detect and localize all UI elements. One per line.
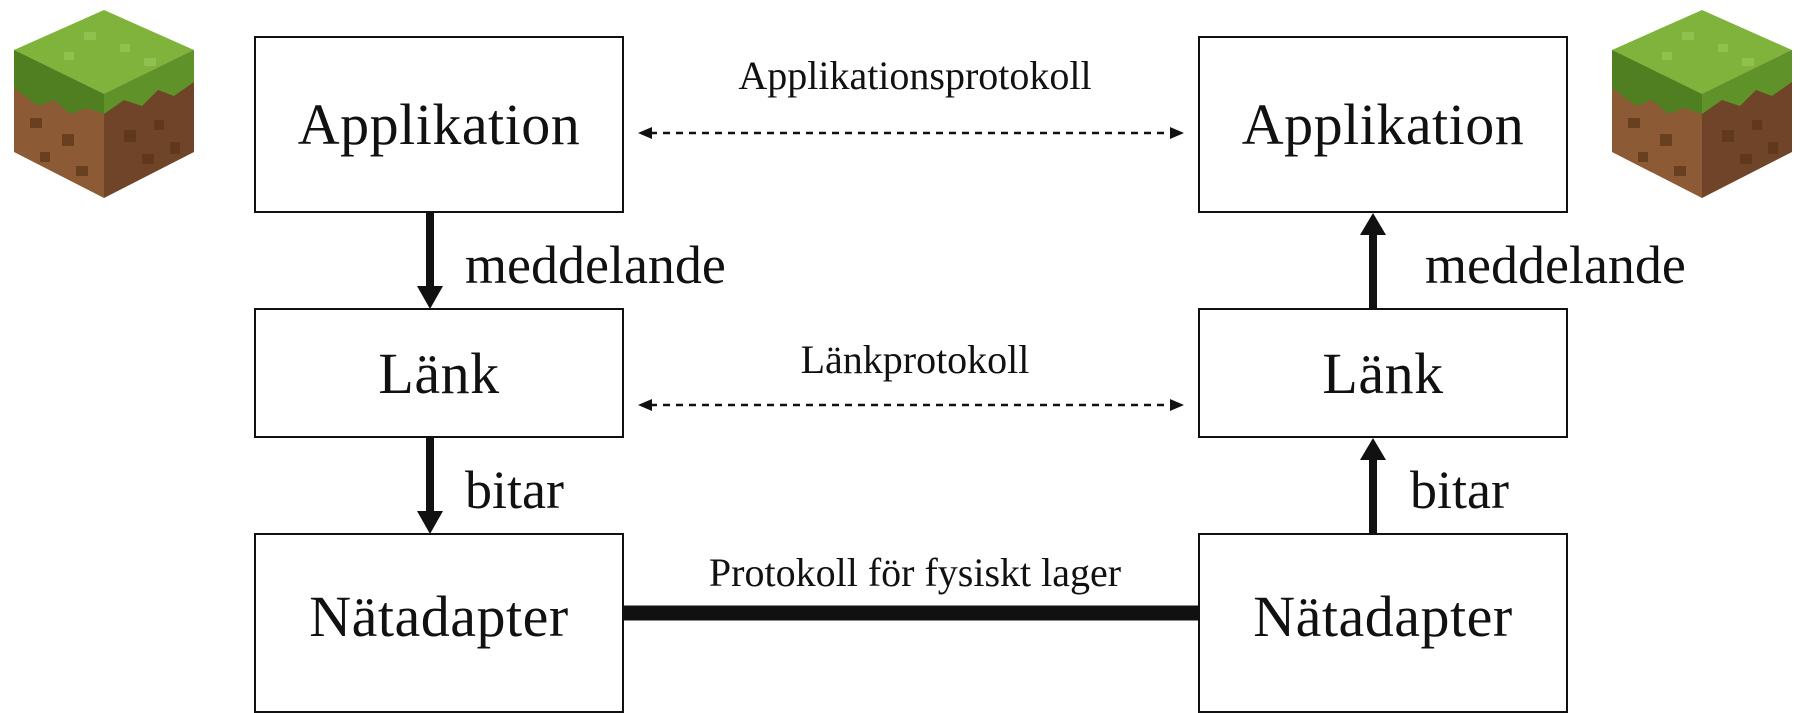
left-link-label: Länk — [378, 340, 500, 406]
right-link-label: Länk — [1322, 340, 1444, 406]
right-message-arrow — [1360, 213, 1386, 308]
right-application-label: Applikation — [1241, 92, 1525, 157]
link-protocol-arrow — [638, 399, 1184, 411]
left-bits-label: bitar — [465, 460, 564, 520]
application-protocol-label: Applikationsprotokoll — [738, 53, 1092, 98]
physical-protocol-label: Protokoll för fysiskt lager — [708, 550, 1122, 595]
left-bits-arrow — [417, 438, 443, 534]
right-adapter-label: Nätadapter — [1253, 583, 1513, 649]
right-bits-arrow — [1360, 438, 1386, 533]
left-application-box: Applikation — [254, 36, 624, 213]
left-link-box: Länk — [254, 308, 624, 438]
left-adapter-box: Nätadapter — [254, 533, 624, 713]
right-link-box: Länk — [1198, 308, 1568, 438]
link-protocol-label: Länkprotokoll — [800, 337, 1030, 382]
right-application-box: Applikation — [1198, 36, 1568, 213]
right-bits-label: bitar — [1410, 460, 1509, 520]
right-message-label: meddelande — [1425, 235, 1686, 295]
right-adapter-box: Nätadapter — [1198, 533, 1568, 713]
application-protocol-arrow — [638, 127, 1184, 139]
left-message-arrow — [417, 213, 443, 309]
grass-block-icon — [1612, 10, 1792, 198]
grass-block-icon — [14, 10, 194, 198]
left-application-label: Applikation — [297, 92, 581, 157]
left-adapter-label: Nätadapter — [309, 583, 569, 649]
left-message-label: meddelande — [465, 235, 726, 295]
